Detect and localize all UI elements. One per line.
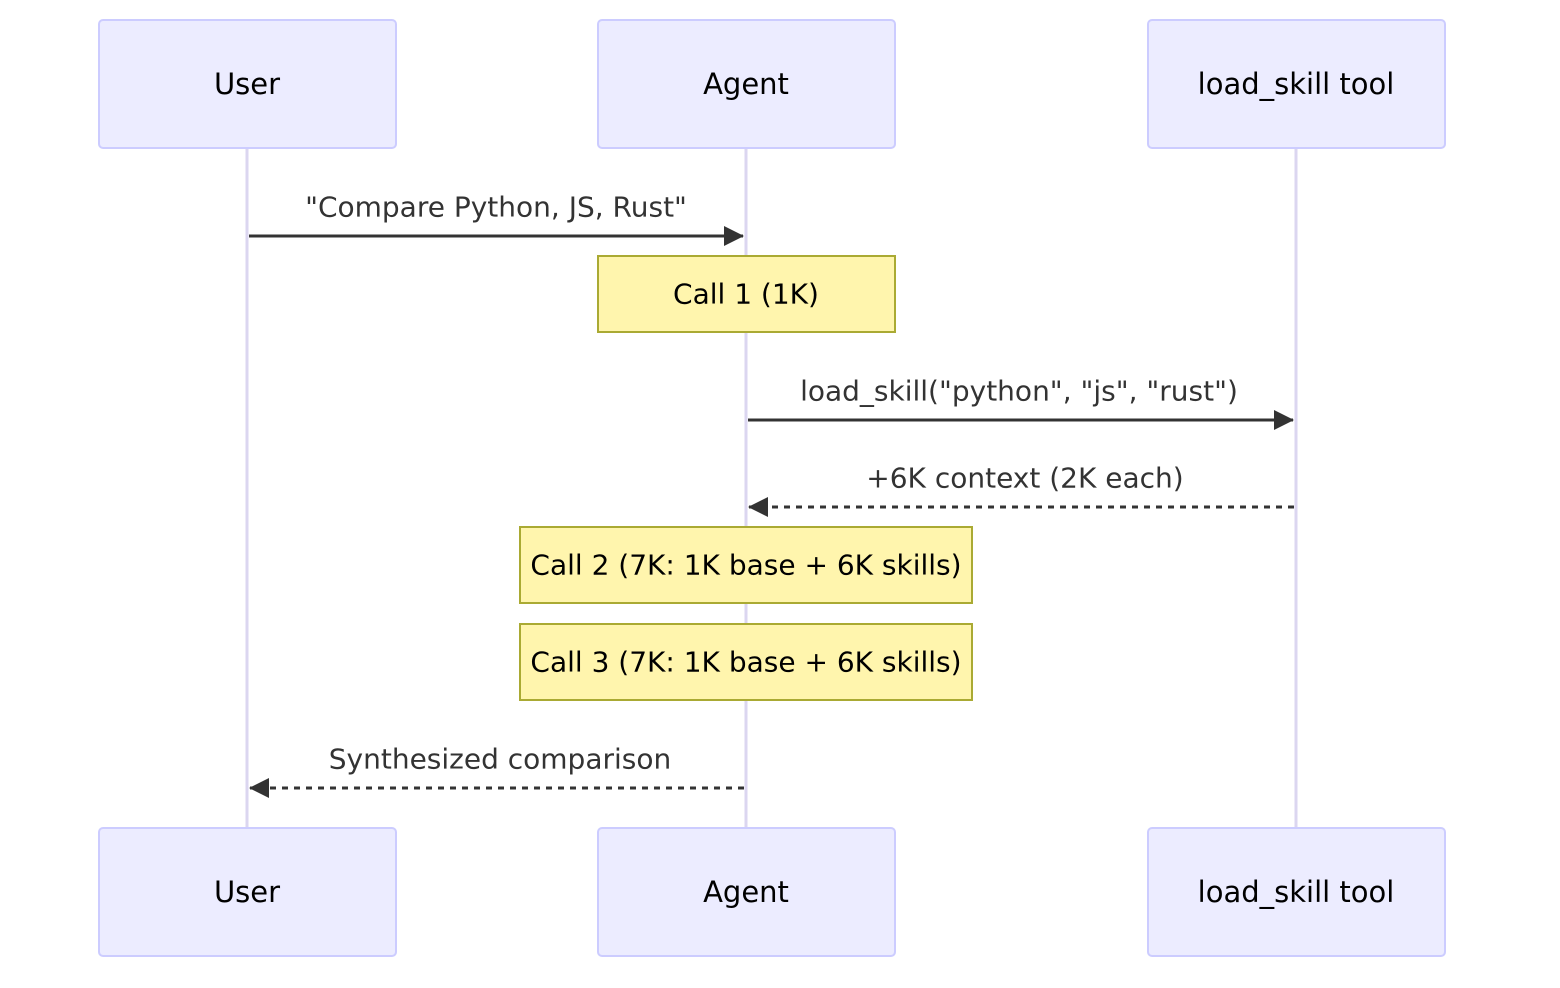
note-call-2-label: Call 2 (7K: 1K base + 6K skills) [530, 549, 961, 582]
actor-agent-top-label: Agent [703, 67, 789, 101]
actor-tool-bottom-label: load_skill tool [1198, 875, 1395, 909]
actor-tool-top-label: load_skill tool [1198, 67, 1395, 101]
message-load-skill-label: load_skill("python", "js", "rust") [800, 375, 1238, 408]
note-call-1: Call 1 (1K) [597, 255, 896, 333]
note-call-1-label: Call 1 (1K) [673, 278, 819, 311]
message-compare-request-label: "Compare Python, JS, Rust" [305, 191, 687, 224]
actor-user-top: User [98, 19, 397, 149]
note-call-2: Call 2 (7K: 1K base + 6K skills) [519, 526, 973, 604]
message-context-return: +6K context (2K each) [748, 462, 1294, 517]
note-call-3: Call 3 (7K: 1K base + 6K skills) [519, 623, 973, 701]
note-call-3-label: Call 3 (7K: 1K base + 6K skills) [530, 646, 961, 679]
actor-user-bottom-label: User [214, 875, 280, 909]
actor-user-top-label: User [214, 67, 280, 101]
actor-agent-bottom: Agent [597, 827, 896, 957]
message-load-skill: load_skill("python", "js", "rust") [748, 375, 1294, 430]
message-synthesized-comparison: Synthesized comparison [249, 743, 744, 798]
actor-tool-bottom: load_skill tool [1147, 827, 1446, 957]
actor-user-bottom: User [98, 827, 397, 957]
message-context-return-label: +6K context (2K each) [866, 462, 1183, 495]
actor-tool-top: load_skill tool [1147, 19, 1446, 149]
message-compare-request: "Compare Python, JS, Rust" [249, 191, 744, 246]
actor-agent-top: Agent [597, 19, 896, 149]
message-synthesized-comparison-label: Synthesized comparison [329, 743, 672, 776]
actor-agent-bottom-label: Agent [703, 875, 789, 909]
